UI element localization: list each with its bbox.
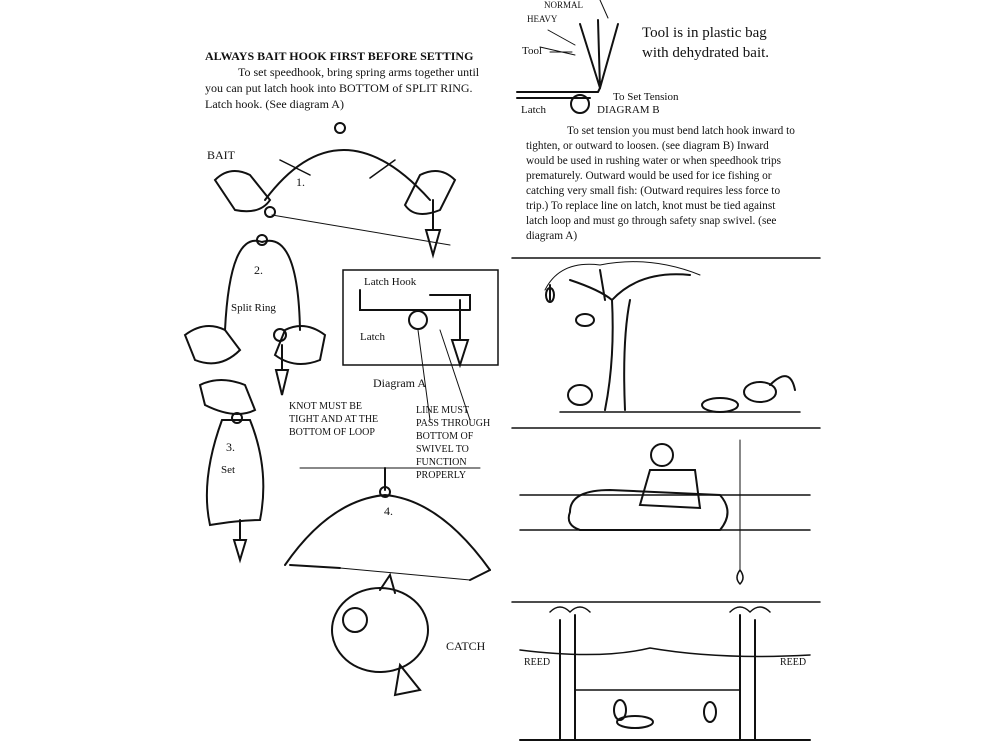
- tension-line: tighten, or outward to loosen. (see diag…: [526, 140, 769, 152]
- reed-scene: [519, 606, 811, 741]
- tension-line: prematurely. Outward would be used for i…: [526, 170, 772, 182]
- latch-hook-label: Latch Hook: [364, 276, 417, 288]
- latch-b-label: Latch: [521, 104, 547, 116]
- normal-label: NORMAL: [544, 0, 584, 10]
- diagram-a-box: [342, 269, 499, 421]
- tension-line: To set tension you must bend latch hook …: [567, 125, 795, 137]
- step4-number: 4.: [384, 504, 393, 518]
- intro-line: you can put latch hook into BOTTOM of SP…: [205, 81, 473, 95]
- step3-set-illustration: [198, 379, 265, 564]
- panel-dividers: [511, 257, 821, 603]
- line-note-line: FUNCTION: [416, 457, 467, 468]
- line-note-line: LINE MUST: [416, 405, 470, 416]
- tool-note-line: with dehydrated bait.: [642, 45, 770, 61]
- knot-note: KNOT MUST BE TIGHT AND AT THE BOTTOM OF …: [289, 400, 378, 439]
- step2-split-ring-illustration: [183, 234, 327, 396]
- heading: ALWAYS BAIT HOOK FIRST BEFORE SETTING: [205, 49, 474, 63]
- line-note-line: PROPERLY: [416, 470, 467, 481]
- tension-line: latch loop and must go through safety sn…: [526, 215, 777, 227]
- step3-number: 3.: [226, 440, 235, 454]
- line-note: LINE MUST PASS THROUGH BOTTOM OF SWIVEL …: [416, 404, 490, 482]
- reed-left-label: REED: [524, 657, 551, 668]
- tool-label: Tool: [522, 45, 543, 57]
- intro-line: To set speedhook, bring spring arms toge…: [238, 65, 480, 79]
- tension-line: diagram A): [526, 230, 578, 242]
- knot-note-line: BOTTOM OF LOOP: [289, 427, 375, 438]
- step1-speedhook-illustration: [213, 122, 457, 259]
- diagram-b-tool: [516, 0, 619, 114]
- intro-line: Latch hook. (See diagram A): [205, 97, 344, 111]
- diagram-a-caption: Diagram A: [373, 376, 426, 390]
- diagram-b-caption: DIAGRAM B: [597, 104, 660, 116]
- tension-line: trip.) To replace line on latch, knot mu…: [526, 200, 776, 212]
- step1-number: 1.: [296, 175, 305, 189]
- knot-note-line: TIGHT AND AT THE: [289, 414, 379, 425]
- bait-label: BAIT: [207, 148, 235, 162]
- line-note-line: PASS THROUGH: [416, 418, 491, 429]
- tool-note: Tool is in plastic bag with dehydrated b…: [642, 23, 769, 63]
- tension-line: would be used in rushing water or when s…: [526, 155, 782, 167]
- knot-note-line: KNOT MUST BE: [289, 401, 362, 412]
- line-note-line: SWIVEL TO: [416, 444, 469, 455]
- catch-label: CATCH: [446, 639, 486, 653]
- line-note-line: BOTTOM OF: [416, 431, 474, 442]
- heavy-label: HEAVY: [527, 14, 558, 24]
- set-label: Set: [221, 464, 236, 476]
- reed-right-label: REED: [780, 657, 807, 668]
- set-tension-label: To Set Tension: [613, 91, 679, 103]
- tension-paragraph: To set tension you must bend latch hook …: [526, 124, 826, 244]
- tool-note-line: Tool is in plastic bag: [642, 25, 767, 41]
- ice-fishing-scene: [519, 439, 811, 586]
- split-ring-label: Split Ring: [231, 302, 276, 314]
- step2-number: 2.: [254, 263, 263, 277]
- latch-label: Latch: [360, 331, 386, 343]
- intro-paragraph: To set speedhook, bring spring arms toge…: [205, 64, 515, 112]
- step4-catch-illustration: [284, 467, 491, 697]
- tension-line: catching very small fish: (Outward requi…: [526, 185, 781, 197]
- tree-squirrel-scene: [544, 261, 801, 413]
